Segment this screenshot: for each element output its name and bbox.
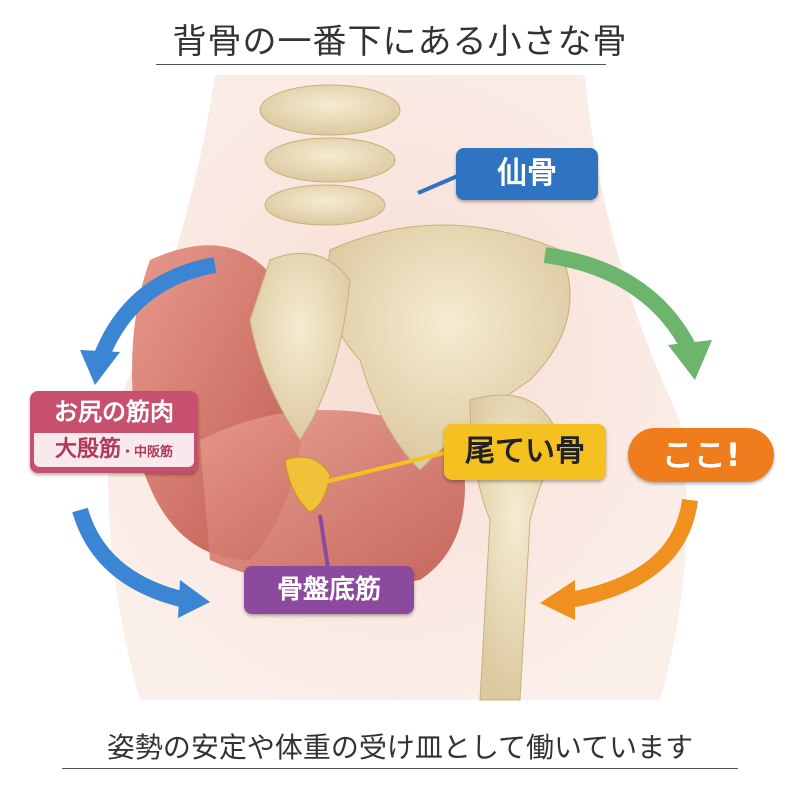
pelvic-pointer: [318, 514, 330, 569]
gluteus-maximus-text: 大殷筋: [54, 437, 121, 462]
pelvic-floor-muscle: [200, 410, 465, 587]
sacrum-pointer: [417, 173, 461, 195]
sacrum-label: 仙骨: [456, 148, 598, 200]
coccyx-bone: [284, 456, 331, 513]
lumbar-spine: [259, 84, 401, 226]
sacrum-bone: [249, 252, 351, 441]
pelvic-floor-label: 骨盤底筋: [244, 566, 414, 614]
gluteal-muscle-label: お尻の筋肉 大殷筋・中阪筋: [30, 391, 198, 473]
coccyx-pointer: [324, 450, 449, 484]
arrow-blue-bottom: [72, 507, 187, 608]
arrow-blue-top: [92, 257, 217, 363]
arrow-green: [543, 247, 698, 354]
caption-underline: [62, 768, 738, 769]
gluteal-names: 大殷筋・中阪筋: [34, 433, 194, 467]
page-title: 背骨の一番下にある小さな骨: [172, 22, 628, 62]
caption: 姿勢の安定や体重の受け皿として働いています: [106, 731, 694, 764]
gluteal-title: お尻の筋肉: [54, 398, 174, 426]
title-underline: [156, 64, 606, 65]
here-callout: ここ!: [628, 428, 774, 482]
arrow-orange: [568, 498, 698, 608]
gluteus-medius-text: ・中阪筋: [121, 445, 174, 460]
coccyx-label: 尾てい骨: [444, 424, 606, 480]
